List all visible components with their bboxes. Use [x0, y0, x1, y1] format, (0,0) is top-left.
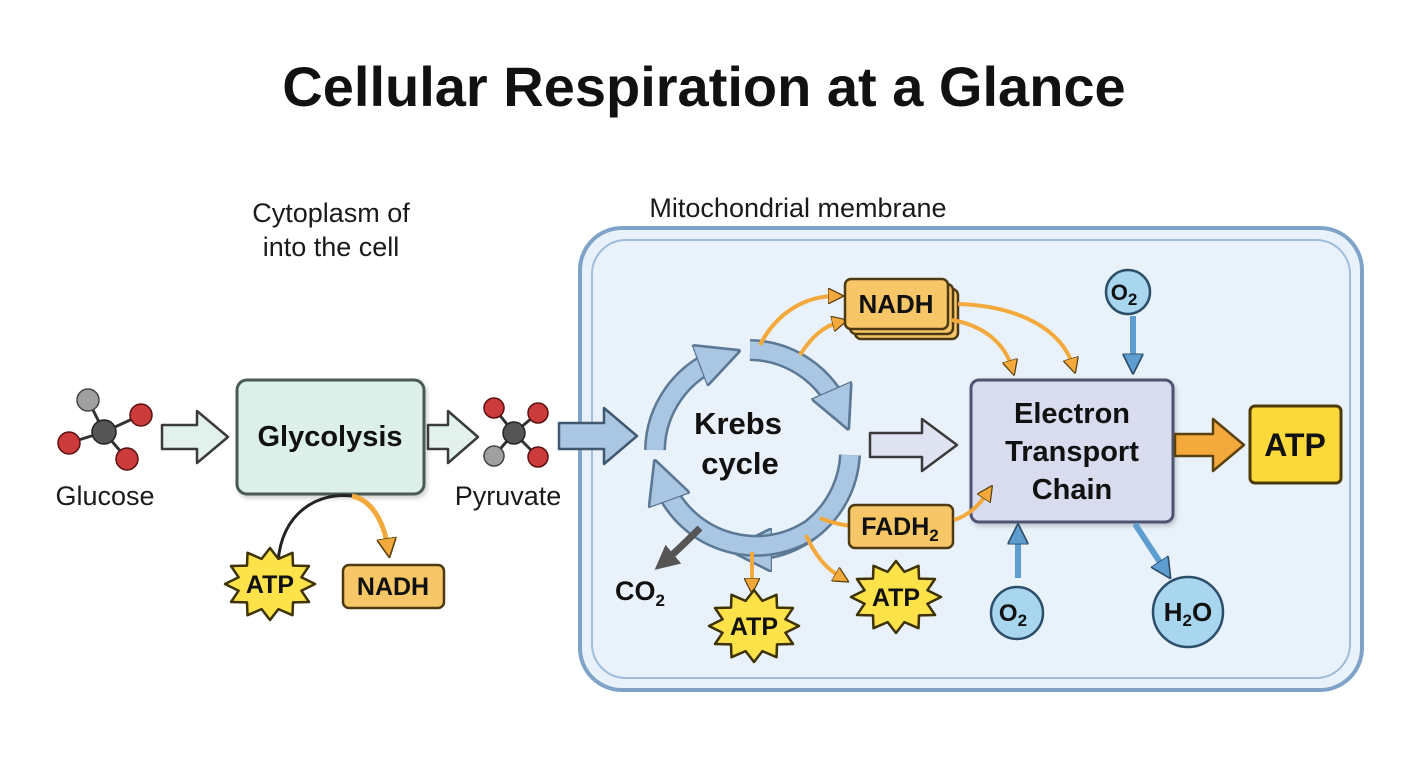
o2-bottom-label: O2	[999, 600, 1027, 630]
mitochondrial-membrane-label: Mitochondrial membrane	[649, 193, 946, 223]
o2-top-circle	[1104, 268, 1152, 316]
atp-glycolysis-label: ATP	[246, 571, 294, 599]
arrow-krebs-to-nadh-2	[798, 322, 840, 357]
arrow-glycolysis-nadh-head	[351, 493, 388, 548]
nadh-stack-krebs	[843, 277, 960, 341]
etc-label-line3: Chain	[1032, 474, 1113, 506]
arrow-etc-to-h2o	[1132, 522, 1165, 570]
h2o-circle	[1151, 575, 1225, 649]
fadh2-label: FADH2	[861, 513, 939, 545]
atp-output-box	[1248, 404, 1343, 485]
krebs-label-line1: Krebs	[694, 406, 782, 441]
electron-transport-chain-box	[969, 378, 1175, 524]
arrow-nadh-to-etc-2	[957, 302, 1073, 366]
atp-starburst-glycolysis	[223, 546, 317, 622]
arrow-krebs-to-etc	[868, 417, 959, 473]
o2-top-label: O2	[1111, 280, 1138, 309]
nadh-glycolysis-label: NADH	[357, 573, 429, 601]
arrow-fadh-to-etc	[953, 492, 988, 522]
arrow-glucose-to-glycolysis	[160, 409, 230, 465]
arrow-glycolysis-to-pyruvate	[426, 409, 480, 465]
arrow-etc-to-atp	[1173, 417, 1246, 473]
nadh-tag-glycolysis	[341, 563, 446, 610]
arrow-krebs-to-co2	[654, 525, 703, 570]
krebs-cycle-ring	[644, 339, 861, 550]
cytoplasm-label-line1: Cytoplasm of	[252, 198, 410, 228]
pyruvate-molecule	[483, 397, 549, 468]
atp-output-label: ATP	[1264, 427, 1326, 463]
fadh2-tag	[847, 503, 955, 550]
glycolysis-label: Glycolysis	[257, 421, 402, 453]
co2-label: CO2	[615, 576, 665, 610]
h2o-label: H2O	[1164, 597, 1212, 630]
arrow-krebs-to-atp-right	[804, 534, 842, 578]
glycolysis-box	[235, 378, 426, 496]
etc-label-line1: Electron	[1014, 398, 1130, 430]
nadh-krebs-label: NADH	[858, 289, 933, 319]
glucose-molecule	[57, 388, 153, 471]
atp-krebs-bottom-label: ATP	[730, 613, 778, 641]
etc-label-line2: Transport	[1005, 436, 1139, 468]
atp-starburst-krebs-right	[849, 559, 943, 635]
atp-starburst-krebs-bottom	[707, 588, 801, 664]
pyruvate-label: Pyruvate	[455, 481, 562, 511]
arrow-nadh-to-etc-1	[951, 318, 1012, 368]
arrow-krebs-to-nadh-1	[758, 296, 836, 346]
arrow-pyruvate-to-krebs	[557, 406, 639, 466]
glucose-label: Glucose	[55, 481, 154, 511]
atp-krebs-right-label: ATP	[872, 584, 920, 612]
diagram-title: Cellular Respiration at a Glance	[282, 55, 1125, 118]
o2-bottom-circle	[989, 585, 1045, 641]
cytoplasm-label-line2: into the cell	[263, 232, 400, 262]
krebs-label-line2: cycle	[701, 446, 779, 481]
